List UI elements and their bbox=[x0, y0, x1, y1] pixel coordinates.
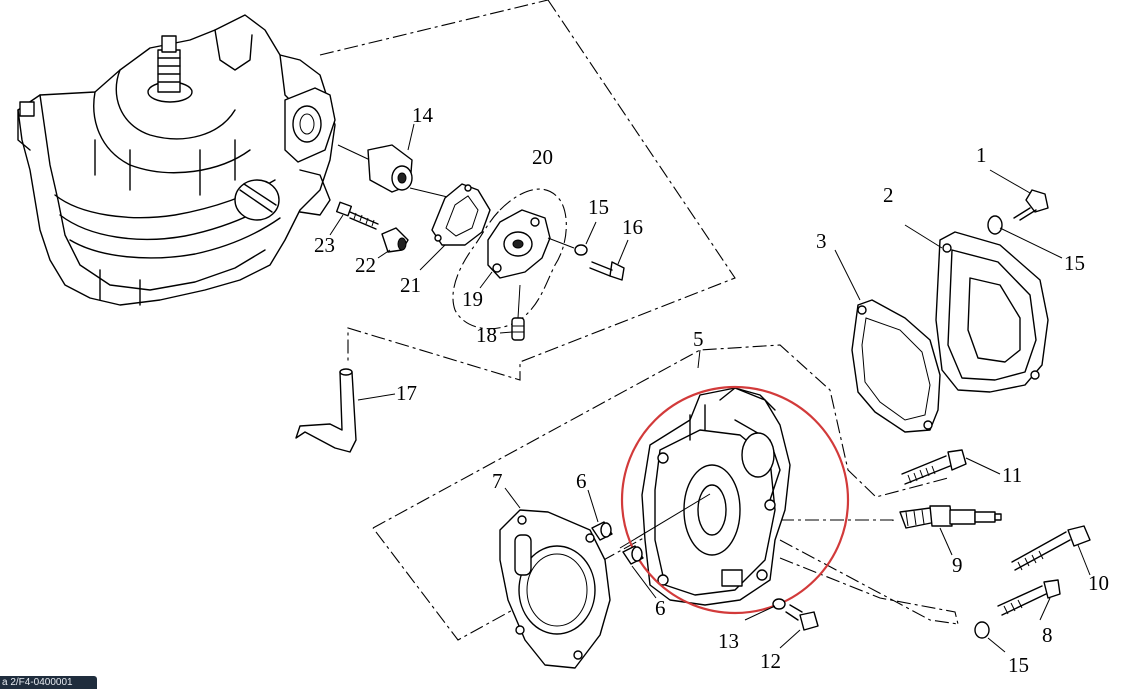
callout-21: 21 bbox=[400, 273, 421, 297]
callout-8: 8 bbox=[1042, 623, 1053, 647]
callout-16: 16 bbox=[622, 215, 643, 239]
part-19-thermostat-cover bbox=[479, 209, 551, 289]
callout-20: 20 bbox=[532, 145, 553, 169]
part-22-collar bbox=[377, 227, 409, 259]
part-21-gasket bbox=[419, 183, 491, 271]
callout-2: 2 bbox=[883, 183, 894, 207]
part-13-washer bbox=[744, 598, 786, 621]
part-11-bolt bbox=[901, 449, 1001, 485]
callout-18: 18 bbox=[476, 323, 497, 347]
callout-12: 12 bbox=[760, 649, 781, 673]
part-6-dowel-upper bbox=[587, 489, 613, 541]
callout-7: 7 bbox=[492, 469, 503, 493]
image-id-tab: a 2/F4-0400001 bbox=[0, 676, 97, 689]
callout-13: 13 bbox=[718, 629, 739, 653]
part-2-cover bbox=[904, 224, 1049, 393]
part-23-bolt bbox=[329, 201, 379, 236]
part-14-thermostat bbox=[337, 123, 461, 201]
part-8-bolt bbox=[997, 579, 1061, 621]
part-5-cylinder-head bbox=[619, 349, 791, 606]
part-6-dowel-lower bbox=[622, 545, 657, 599]
callout-11: 11 bbox=[1002, 463, 1022, 487]
callout-labels: 1 2 3 5 6 6 7 8 9 10 11 12 13 14 15 15 1… bbox=[314, 103, 1109, 677]
callout-5: 5 bbox=[693, 327, 704, 351]
highlight-circle bbox=[620, 385, 850, 615]
callout-22: 22 bbox=[355, 253, 376, 277]
callout-17: 17 bbox=[396, 381, 417, 405]
callout-15-top-right: 15 bbox=[1064, 251, 1085, 275]
part-9-spark-plug bbox=[899, 505, 1002, 556]
callout-15-lower-right: 15 bbox=[1008, 653, 1029, 677]
part-7-head-gasket bbox=[499, 487, 611, 669]
part-1-bolt bbox=[989, 169, 1049, 221]
part-15-washer-upper bbox=[547, 221, 597, 256]
part-17-hose bbox=[295, 368, 396, 453]
callout-14: 14 bbox=[412, 103, 434, 127]
upper-assembly-outline bbox=[347, 0, 736, 381]
callout-15-upper: 15 bbox=[588, 195, 609, 219]
part-18-nipple bbox=[499, 284, 525, 341]
engine-block bbox=[17, 14, 336, 306]
part-12-bolt bbox=[779, 604, 819, 649]
callout-3: 3 bbox=[816, 229, 827, 253]
callout-6-lower: 6 bbox=[655, 596, 666, 620]
callout-6-upper: 6 bbox=[576, 469, 587, 493]
callout-23: 23 bbox=[314, 233, 335, 257]
part-15-washer-lower-right bbox=[974, 621, 1006, 653]
callout-19: 19 bbox=[462, 287, 483, 311]
part-16-bolt bbox=[589, 239, 629, 281]
callout-1: 1 bbox=[976, 143, 987, 167]
part-15-washer-top-right bbox=[987, 215, 1063, 259]
callout-9: 9 bbox=[952, 553, 963, 577]
lower-assembly-outline bbox=[372, 344, 959, 641]
part-10-bolt bbox=[1011, 525, 1091, 576]
part-3-gasket bbox=[834, 249, 941, 433]
callout-10: 10 bbox=[1088, 571, 1109, 595]
